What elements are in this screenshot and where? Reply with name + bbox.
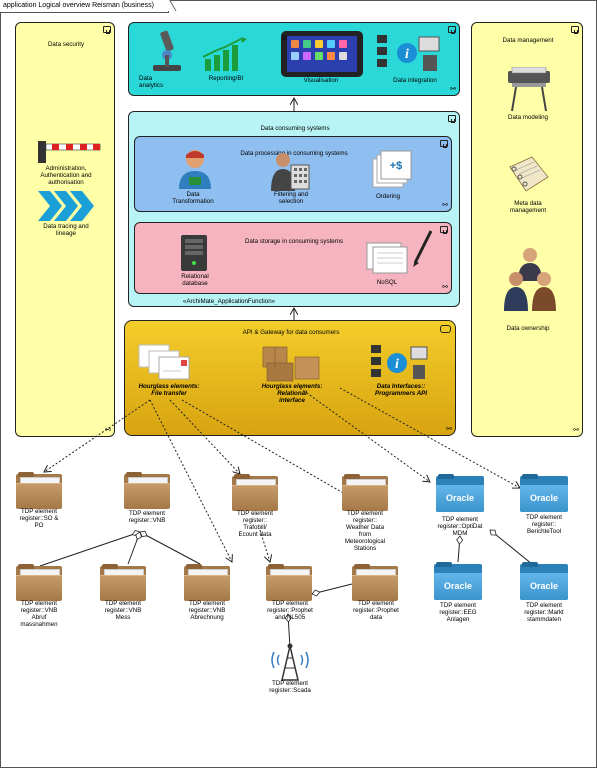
- folder-icon[interactable]: [100, 564, 146, 601]
- meta-data-label: Meta data management: [509, 200, 547, 214]
- administration-label: Administration, Authentication and autho…: [40, 165, 92, 186]
- register-berichte-label: TDP element register:: BerichteTool: [526, 514, 562, 535]
- nosql-label: NoSQL: [376, 279, 398, 286]
- tracing-label: Data tracing and lineage: [43, 223, 89, 237]
- data-management-title: Data management: [502, 37, 554, 44]
- file-transfer-label: Hourglass elements: File transfer: [138, 383, 200, 397]
- worker-icon: [179, 150, 211, 189]
- data-integration-label: Data integration: [393, 77, 437, 84]
- boxes-icon: [262, 346, 320, 382]
- register-vnb-mess-label: TDP element register::VNB Mess: [104, 600, 142, 621]
- stereotype-label: «ArchiMate_ApplicationFunction»: [182, 298, 276, 305]
- link-icon: ⚯: [105, 427, 111, 434]
- function-icon: [103, 26, 111, 34]
- barrier-icon: [38, 141, 101, 163]
- register-vnb-abruf-label: TDP element register::VNB Abruf massnahm…: [20, 600, 58, 628]
- filtering-label: Filtering and selection: [273, 191, 309, 205]
- api-gateway-box[interactable]: API & Gateway for data consumers Hourgla…: [124, 320, 456, 436]
- api-icon: i: [371, 345, 428, 379]
- register-vnb-label: TDP element register::VNB: [128, 510, 166, 524]
- mail-stack-icon: [138, 344, 190, 380]
- svg-text:i: i: [405, 47, 409, 62]
- top-box-initial: D: [282, 35, 288, 42]
- link-icon: ⚯: [446, 426, 452, 433]
- function-icon: [440, 226, 448, 234]
- oracle-folder-icon[interactable]: Oracle: [520, 474, 568, 512]
- bar-growth-icon: [202, 37, 247, 71]
- transformation-label: Data Transformation: [172, 191, 214, 205]
- plotter-icon: [508, 67, 550, 112]
- nosql-icon: [366, 230, 433, 274]
- data-management-panel[interactable]: Data management Data modeling Meta data …: [471, 22, 583, 437]
- relational-db-label: Relational database: [181, 273, 209, 287]
- folder-icon[interactable]: [124, 472, 170, 509]
- frontend-box[interactable]: Data analytics Reporting/BI D Visualisat…: [128, 22, 460, 96]
- register-so-po-label: TDP element register::SO & PO: [19, 508, 59, 529]
- data-ownership-label: Data ownership: [506, 325, 550, 332]
- filter-person-icon: [271, 153, 310, 191]
- people-icon: [504, 248, 556, 311]
- function-icon: [448, 115, 456, 123]
- register-trafobill-label: TDP element register:: Trafobill/ Ecount…: [237, 510, 273, 538]
- ordering-label: Ordering: [375, 193, 401, 200]
- register-vnb-abrechnung-label: TDP element register::VNB Abrechnung: [188, 600, 226, 621]
- svg-text:+$: +$: [390, 160, 403, 172]
- function-icon: [448, 26, 456, 34]
- register-eeg-label: TDP element register::EEG Anlagen: [439, 602, 477, 623]
- link-icon: ⚯: [442, 284, 448, 291]
- register-prophet-data-label: TDP element register::Prophet data: [353, 600, 399, 621]
- notebook-icon: [509, 156, 549, 192]
- interface-icon: [440, 325, 451, 333]
- antenna-tower-icon[interactable]: [268, 642, 312, 682]
- function-icon: [440, 140, 448, 148]
- data-analytics-label: Data analytics: [139, 75, 164, 89]
- folder-icon[interactable]: [16, 472, 62, 509]
- register-scada-label: TDP element register::Scada: [269, 680, 311, 694]
- data-storage-title: Data storage in consuming systems: [244, 238, 343, 245]
- link-icon: ⚯: [442, 202, 448, 209]
- folder-icon[interactable]: [266, 564, 312, 601]
- data-modeling-label: Data modeling: [508, 114, 548, 121]
- svg-text:i: i: [395, 357, 399, 372]
- reporting-label: Reporting/BI: [208, 75, 244, 82]
- data-security-panel[interactable]: Data security Administration, Authentica…: [15, 22, 115, 437]
- folder-icon[interactable]: [352, 564, 398, 601]
- data-storage-box[interactable]: Data storage in consuming systems Relati…: [134, 222, 452, 294]
- oracle-folder-icon[interactable]: Oracle: [434, 562, 482, 600]
- data-consuming-title: Data consuming systems: [260, 125, 330, 132]
- link-icon: ⚯: [573, 427, 579, 434]
- folder-icon[interactable]: [184, 564, 230, 601]
- server-icon: [181, 235, 207, 271]
- integration-icon: i: [377, 35, 440, 71]
- register-prophet-nl-label: TDP element register::Prophet and NL505: [267, 600, 313, 621]
- data-processing-title: Data processing in consuming systems: [240, 150, 348, 157]
- register-weather-label: TDP element register:: Weather Data from…: [344, 510, 386, 552]
- relational-interface-label: Hourglass elements: Relational interface: [261, 383, 323, 404]
- link-icon: ⚯: [450, 86, 456, 93]
- tablet-icon: [281, 31, 363, 77]
- function-icon: [571, 26, 579, 34]
- oracle-folder-icon[interactable]: Oracle: [436, 474, 484, 512]
- microscope-icon: [153, 30, 181, 71]
- diagram-tab[interactable]: application Logical overview Reisman (bu…: [0, 0, 169, 13]
- chevrons-icon: [38, 191, 94, 221]
- folder-icon[interactable]: [342, 474, 388, 511]
- folder-icon[interactable]: [16, 564, 62, 601]
- register-markt-label: TDP element register::Markt stammdaten: [524, 602, 564, 623]
- api-gateway-title: API & Gateway for data consumers: [242, 329, 340, 336]
- register-optidat-label: TDP element register::OptiDat MDM: [437, 516, 483, 537]
- visualisation-label: Visualisation: [303, 77, 339, 84]
- programmers-api-label: Data Interfaces:: Programmers API: [374, 383, 428, 397]
- data-processing-box[interactable]: Data processing in consuming systems Dat…: [134, 136, 452, 212]
- oracle-folder-icon[interactable]: Oracle: [520, 562, 568, 600]
- data-security-title: Data security: [47, 41, 85, 48]
- folder-icon[interactable]: [232, 474, 278, 511]
- invoice-icon: +$: [372, 150, 412, 188]
